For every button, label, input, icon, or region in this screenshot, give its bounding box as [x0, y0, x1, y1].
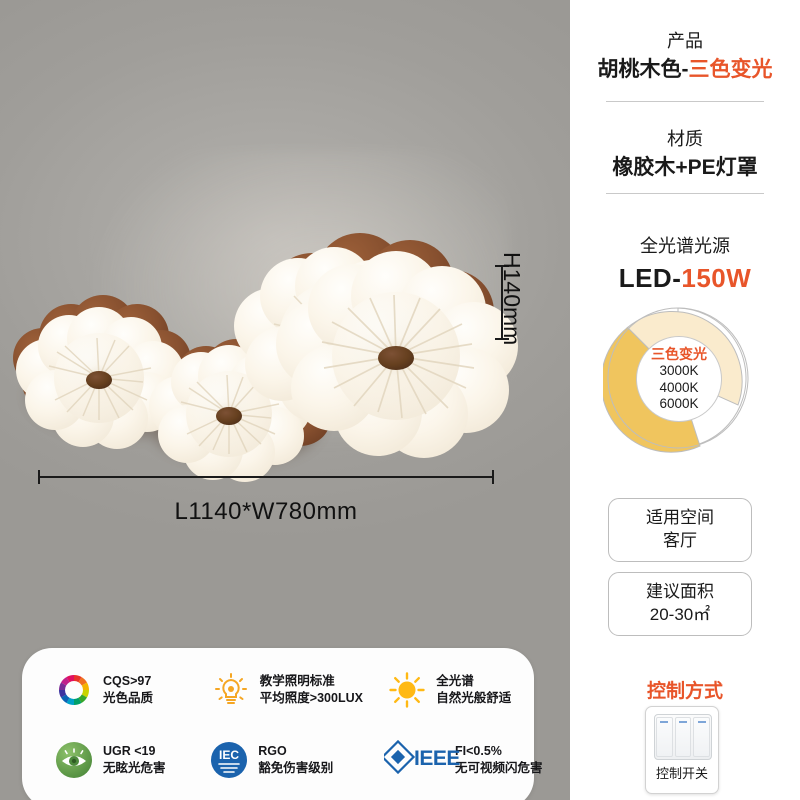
ceiling-lamp	[0, 0, 570, 560]
material-value: 橡胶木+PE灯罩	[612, 156, 758, 179]
product-value: 胡桃木色-三色变光	[570, 55, 800, 85]
badge-cqs: CQS>97 光色品质	[54, 662, 201, 718]
switch-rocker-2[interactable]	[674, 717, 692, 757]
switch-label: 控制开关	[655, 766, 708, 781]
badge-line1: RGO	[258, 744, 287, 759]
svg-text:IEEE: IEEE	[414, 747, 460, 770]
badge-line2: 平均照度>300LUX	[259, 691, 363, 705]
badge-line1: FI<0.5%	[455, 744, 502, 759]
area-title: 建议面积	[646, 582, 714, 602]
badge-ugr: UGR <19 无眩光危害	[54, 732, 199, 788]
switch-rocker-3[interactable]	[693, 717, 711, 757]
badge-row-1: CQS>97 光色品质 教学照明标准	[22, 662, 534, 718]
ieee-logo-icon: IEEE	[380, 739, 462, 780]
badge-full-spectrum: 全光谱 自然光般舒适	[387, 662, 534, 718]
sun-icon	[387, 670, 427, 710]
center-hub	[216, 407, 242, 425]
donut-title: 三色变光	[651, 345, 707, 362]
pill-space: 适用空间 客厅	[608, 498, 752, 562]
control-method-title: 控制方式	[646, 681, 723, 702]
center-hub	[378, 346, 414, 370]
temp-4000k: 4000K	[659, 379, 699, 395]
badge-line2: 无可视频闪危害	[455, 761, 543, 775]
center-hub	[86, 371, 112, 389]
wall-switch-card: 控制开关	[645, 706, 719, 794]
product-value-prefix: 胡桃木色-	[597, 58, 689, 81]
switch-plate-icon	[654, 714, 712, 760]
divider-2	[606, 193, 764, 194]
svg-text:IEC: IEC	[219, 748, 239, 762]
space-title: 适用空间	[646, 508, 714, 528]
height-dimension-label: H140mm	[499, 252, 525, 346]
badge-line1: UGR <19	[103, 744, 156, 759]
temp-3000k: 3000K	[659, 363, 699, 379]
pill-area: 建议面积 20-30㎡	[608, 572, 752, 636]
badge-line2: 自然光般舒适	[436, 691, 512, 705]
space-value: 客厅	[663, 531, 697, 550]
height-dimension-bracket	[495, 265, 509, 340]
petal-ribs	[321, 294, 475, 419]
lamp-illustration	[13, 233, 518, 482]
badge-line2: 无眩光危害	[103, 761, 166, 775]
badge-rgo: IEC RGO 豁免伤害级别	[209, 732, 372, 788]
badge-row-2: UGR <19 无眩光危害 IEC RGO 豁免伤害级别	[22, 732, 543, 788]
certification-badge-card: CQS>97 光色品质 教学照明标准	[22, 648, 543, 800]
lightbulb-icon	[211, 670, 251, 710]
led-wattage: 150W	[681, 263, 752, 293]
area-value: 20-30㎡	[649, 605, 711, 624]
color-wheel-icon	[54, 670, 94, 710]
iec-logo-icon: IEC	[209, 740, 249, 780]
donut-center-label: 三色变光 3000K 4000K 6000K	[636, 336, 722, 422]
width-dimension-bracket	[38, 470, 494, 484]
badge-line2: 光色品质	[103, 691, 154, 705]
switch-rocker-1[interactable]	[656, 717, 673, 757]
spec-material: 材质 橡胶木+PE灯罩	[570, 126, 800, 183]
badge-illuminance: 教学照明标准 平均照度>300LUX	[211, 662, 375, 718]
light-source-value: LED-150W	[570, 260, 800, 298]
light-source-title: 全光谱光源	[640, 236, 730, 256]
led-prefix: LED-	[618, 263, 682, 293]
spec-product: 产品 胡桃木色-三色变光	[570, 28, 800, 85]
badge-line1: 全光谱	[436, 674, 474, 689]
badge-flicker: IEEE FI<0.5% 无可视频闪危害	[380, 732, 543, 788]
eye-icon	[54, 740, 94, 780]
badge-line1: CQS>97	[103, 674, 152, 689]
badge-line2: 豁免伤害级别	[258, 761, 334, 775]
product-title: 产品	[667, 31, 703, 51]
width-dimension-label: L1140*W780mm	[174, 498, 358, 525]
divider-1	[606, 101, 764, 102]
badge-line1: 教学照明标准	[259, 674, 335, 689]
temp-6000k: 6000K	[659, 395, 699, 411]
spec-light-source: 全光谱光源 LED-150W	[570, 233, 800, 298]
color-temperature-donut: 三色变光 3000K 4000K 6000K	[600, 303, 753, 453]
flower-shade-right	[276, 251, 518, 458]
product-value-accent: 三色变光	[688, 58, 773, 81]
material-title: 材质	[667, 129, 703, 149]
